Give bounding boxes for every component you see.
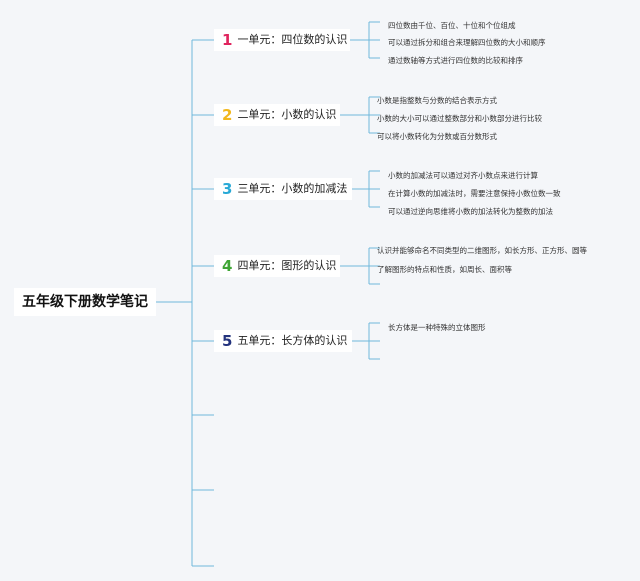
unit-number: 5: [222, 332, 233, 350]
note-text: 可以通过逆向思维将小数的加法转化为整数的加法: [388, 207, 553, 216]
note-text: 小数的大小可以通过整数部分和小数部分进行比较: [377, 114, 542, 123]
unit-node-1[interactable]: 1 一单元：四位数的认识: [214, 29, 350, 51]
note-text: 认识并能够命名不同类型的二维图形，如长方形、正方形、圆等: [377, 246, 587, 255]
unit-number: 2: [222, 106, 233, 124]
note-text: 可以通过拆分和组合来理解四位数的大小和顺序: [388, 38, 546, 47]
unit-number: 1: [222, 31, 233, 49]
unit-title: 三单元：小数的加减法: [237, 182, 348, 195]
unit-node-3[interactable]: 3 三单元：小数的加减法: [214, 178, 352, 200]
note-text: 小数是指整数与分数的结合表示方式: [377, 96, 497, 105]
root-node[interactable]: 五年级下册数学笔记: [14, 288, 156, 316]
unit-title: 四单元：图形的认识: [237, 259, 337, 272]
unit-title: 一单元：四位数的认识: [237, 33, 348, 46]
note-text: 在计算小数的加减法时，需要注意保持小数位数一致: [388, 189, 561, 198]
unit-title: 二单元：小数的认识: [237, 108, 337, 121]
unit-node-2[interactable]: 2 二单元：小数的认识: [214, 104, 340, 126]
note-text: 四位数由千位、百位、十位和个位组成: [388, 21, 516, 30]
unit-node-4[interactable]: 4 四单元：图形的认识: [214, 255, 340, 277]
unit-title: 五单元：长方体的认识: [237, 334, 348, 347]
note-text: 小数的加减法可以通过对齐小数点来进行计算: [388, 171, 538, 180]
unit-node-5[interactable]: 5 五单元：长方体的认识: [214, 330, 352, 352]
note-text: 了解图形的特点和性质，如周长、面积等: [377, 265, 512, 274]
unit-number: 4: [222, 257, 233, 275]
note-text: 通过数轴等方式进行四位数的比较和排序: [388, 56, 523, 65]
note-text: 长方体是一种特殊的立体图形: [388, 323, 486, 332]
note-text: 可以将小数转化为分数或百分数形式: [377, 132, 497, 141]
unit-number: 3: [222, 180, 233, 198]
